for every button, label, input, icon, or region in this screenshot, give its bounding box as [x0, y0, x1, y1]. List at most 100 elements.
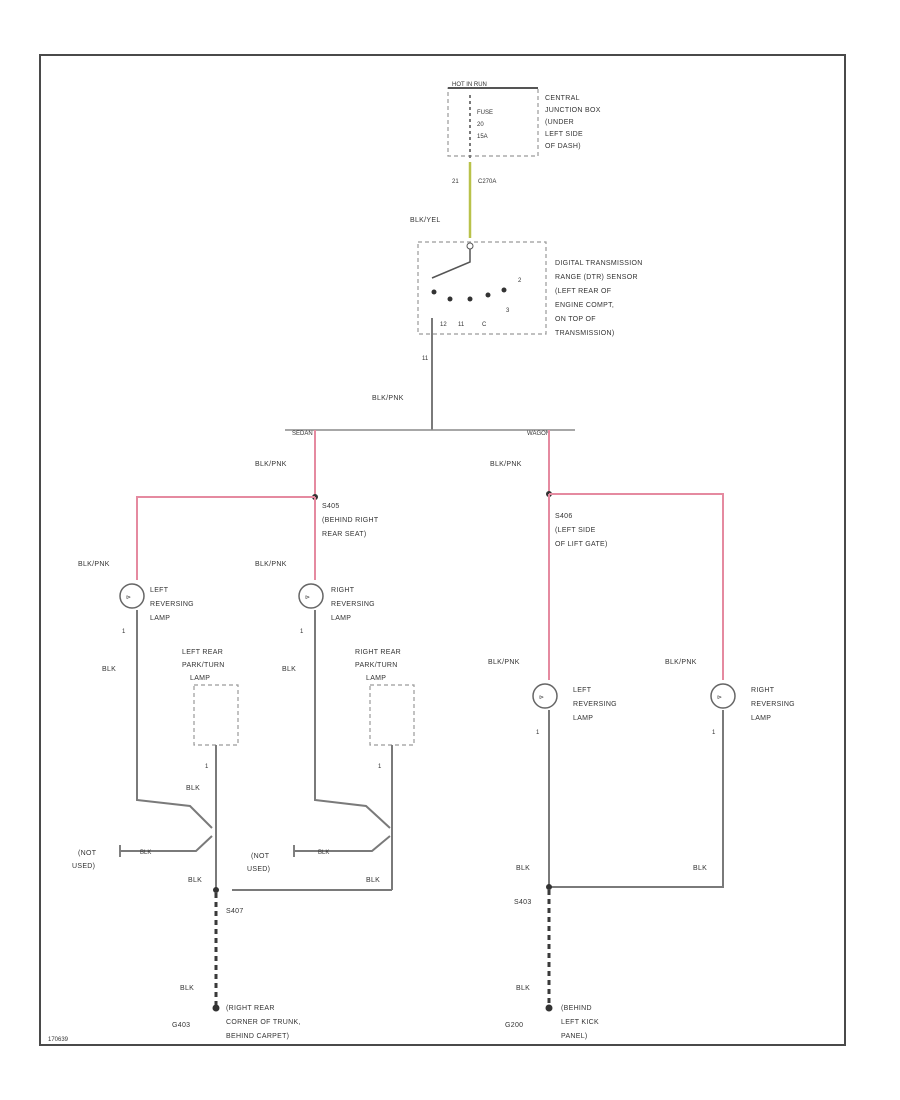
svg-text:⊳: ⊳ [539, 695, 544, 701]
svg-text:(LEFT SIDE: (LEFT SIDE [555, 527, 596, 534]
sedan-left-branch-wire [136, 496, 315, 580]
svg-text:TRANSMISSION): TRANSMISSION) [555, 330, 615, 337]
lamp-l1-label: LEFT [150, 587, 169, 594]
splice-s407 [213, 887, 219, 893]
sedan-right-return-wire [314, 610, 391, 829]
svg-text:(BEHIND RIGHT: (BEHIND RIGHT [322, 517, 379, 524]
junction-box: HOT IN RUN FUSE 20 15A CENTRAL JUNCTION … [447, 82, 601, 160]
svg-text:1: 1 [205, 764, 209, 770]
svg-text:LAMP: LAMP [573, 715, 593, 722]
svg-text:RANGE (DTR) SENSOR: RANGE (DTR) SENSOR [555, 274, 638, 281]
sedan-label: SEDAN [292, 431, 313, 437]
wire-in-pin: 21 [452, 179, 459, 185]
svg-text:PANEL): PANEL) [561, 1033, 588, 1040]
svg-text:CORNER OF TRUNK,: CORNER OF TRUNK, [226, 1019, 301, 1026]
splice-s405-label: S405 [322, 503, 340, 510]
splice-s403-label: S403 [514, 899, 532, 906]
left-park-turn-lamp: LEFT REAR PARK/TURN LAMP 1 [182, 649, 239, 890]
blk-label-9: BLK [516, 985, 530, 992]
blk-label-8: BLK [693, 865, 707, 872]
svg-text:ON TOP OF: ON TOP OF [555, 316, 596, 323]
sedan-wire-label: BLK/PNK [255, 461, 287, 468]
svg-text:BLK: BLK [140, 850, 151, 856]
not-used-right: BLK (NOT USED) [247, 835, 391, 873]
wire-blk-pnk-main: BLK/PNK [372, 395, 404, 402]
wire-in-connector: C270A [478, 179, 496, 185]
svg-text:C: C [482, 322, 487, 328]
svg-text:LEFT SIDE: LEFT SIDE [545, 131, 583, 138]
svg-text:OF LIFT GATE): OF LIFT GATE) [555, 541, 608, 548]
lamp-r2-wire-label: BLK/PNK [665, 659, 697, 666]
lamp-l2-wire-label: BLK/PNK [488, 659, 520, 666]
svg-text:(UNDER: (UNDER [545, 119, 574, 126]
svg-text:1: 1 [536, 730, 540, 736]
svg-text:USED): USED) [72, 863, 95, 870]
lamp-l2-label: LEFT [573, 687, 592, 694]
svg-text:LEFT REAR: LEFT REAR [182, 649, 223, 656]
blk-label-1: BLK [102, 666, 116, 673]
svg-text:3: 3 [506, 308, 510, 314]
fuse-label: FUSE [477, 110, 493, 116]
splice-s407-label: S407 [226, 908, 244, 915]
diagram-frame [39, 54, 846, 1046]
svg-text:20: 20 [477, 122, 484, 128]
lamp-r1-label: RIGHT [331, 587, 355, 594]
sensor-pin-out: 11 [422, 356, 429, 362]
svg-text:REVERSING: REVERSING [331, 601, 375, 608]
svg-text:USED): USED) [247, 866, 270, 873]
svg-text:PARK/TURN: PARK/TURN [355, 662, 398, 669]
svg-text:REAR SEAT): REAR SEAT) [322, 531, 367, 538]
ground-g200-id: G200 [505, 1022, 523, 1029]
svg-text:(LEFT REAR OF: (LEFT REAR OF [555, 288, 611, 295]
blk-label-3: BLK [186, 785, 200, 792]
blk-label-7: BLK [516, 865, 530, 872]
svg-text:RIGHT REAR: RIGHT REAR [355, 649, 401, 656]
svg-text:LAMP: LAMP [190, 675, 210, 682]
svg-text:1: 1 [712, 730, 716, 736]
svg-text:PARK/TURN: PARK/TURN [182, 662, 225, 669]
svg-text:LAMP: LAMP [331, 615, 351, 622]
svg-text:ENGINE COMPT,: ENGINE COMPT, [555, 302, 614, 309]
svg-text:LAMP: LAMP [751, 715, 771, 722]
svg-text:⊳: ⊳ [305, 595, 310, 601]
svg-text:(NOT: (NOT [251, 853, 270, 860]
blk-label-4: BLK [366, 877, 380, 884]
svg-text:BEHIND CARPET): BEHIND CARPET) [226, 1033, 289, 1040]
svg-text:11: 11 [458, 322, 465, 328]
blk-label-5: BLK [188, 877, 202, 884]
lamp-l1-wire-label: BLK/PNK [78, 561, 110, 568]
not-used-left: BLK (NOT USED) [72, 835, 213, 870]
svg-text:LAMP: LAMP [366, 675, 386, 682]
ground-g200-label: (BEHIND [561, 1005, 592, 1012]
lamp-left-reversing-sedan [119, 583, 145, 609]
svg-text:(NOT: (NOT [78, 850, 97, 857]
splice-s406-label: S406 [555, 513, 573, 520]
svg-text:LAMP: LAMP [150, 615, 170, 622]
wagon-right-branch-wire [549, 493, 724, 680]
ground-g403-label: (RIGHT REAR [226, 1005, 275, 1012]
ground-g403 [212, 1004, 220, 1012]
hot-source-label: HOT IN RUN [452, 82, 487, 88]
svg-text:BLK: BLK [318, 850, 329, 856]
wire-blk-yel-label: BLK/YEL [410, 217, 441, 224]
blk-label-2: BLK [282, 666, 296, 673]
svg-text:OF DASH): OF DASH) [545, 143, 581, 150]
sedan-left-return-wire [136, 610, 213, 829]
lamp-right-reversing-sedan [298, 583, 324, 609]
svg-text:REVERSING: REVERSING [751, 701, 795, 708]
svg-text:REVERSING: REVERSING [150, 601, 194, 608]
svg-text:15A: 15A [477, 134, 488, 140]
svg-text:2: 2 [518, 278, 522, 284]
wagon-right-return-wire [549, 710, 724, 888]
svg-text:JUNCTION BOX: JUNCTION BOX [545, 107, 601, 114]
svg-text:REVERSING: REVERSING [573, 701, 617, 708]
dtr-sensor-label: DIGITAL TRANSMISSION [555, 260, 643, 267]
svg-text:⊳: ⊳ [126, 595, 131, 601]
lamp-right-reversing-wagon [710, 683, 736, 709]
wagon-wire-label: BLK/PNK [490, 461, 522, 468]
lamp-r2-label: RIGHT [751, 687, 775, 694]
junction-box-label: CENTRAL [545, 95, 580, 102]
ground-g403-id: G403 [172, 1022, 190, 1029]
wagon-label: WAGON [527, 431, 550, 437]
